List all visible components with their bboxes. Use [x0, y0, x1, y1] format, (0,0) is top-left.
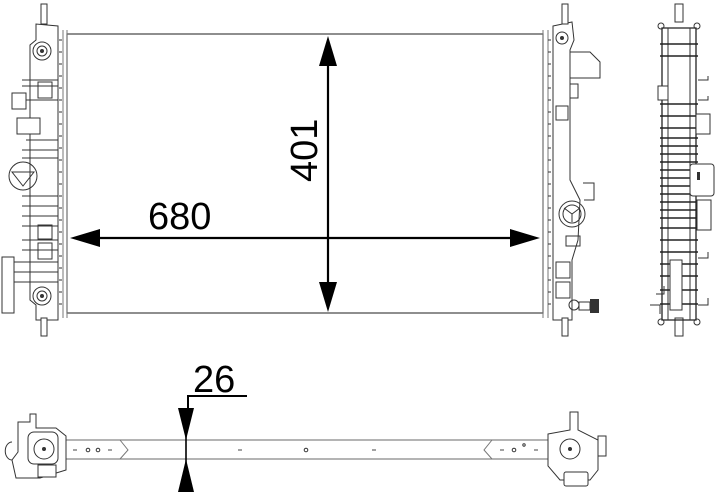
depth-dimension-arrow — [178, 395, 247, 492]
depth-dimension-label: 26 — [193, 359, 236, 401]
right-tank — [542, 3, 601, 337]
side-view — [650, 3, 715, 337]
front-view — [1, 3, 601, 337]
height-dimension-label: 401 — [284, 118, 326, 182]
width-dimension-arrow — [70, 229, 540, 247]
top-view — [4, 395, 607, 492]
width-dimension-label: 680 — [148, 196, 212, 238]
height-dimension-arrow — [319, 36, 337, 312]
left-tank — [1, 3, 68, 337]
radiator-core — [66, 33, 544, 314]
